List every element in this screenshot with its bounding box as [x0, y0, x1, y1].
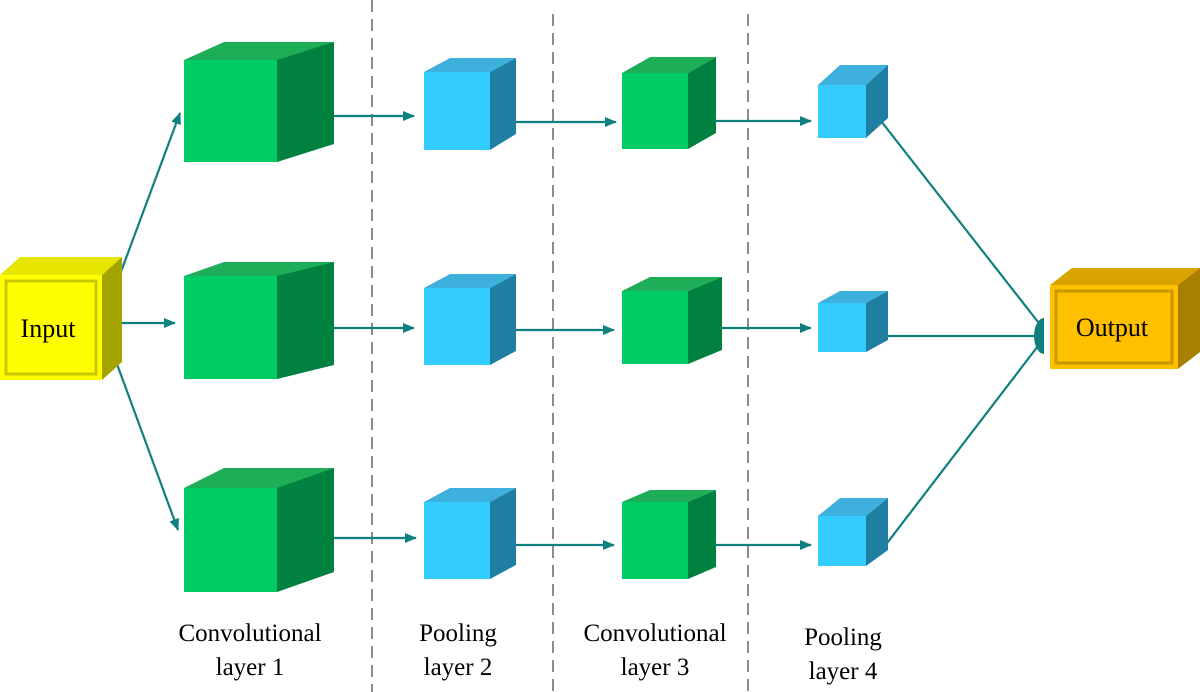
layer-caption-3-line1: Convolutional — [583, 620, 726, 647]
cube-front-face — [818, 85, 866, 138]
cube-side-face — [277, 468, 334, 592]
layer-caption-1-line1: Convolutional — [178, 620, 321, 647]
cube-side-face — [866, 291, 888, 352]
cube-front-face — [818, 516, 866, 566]
layer-caption-3-line2: layer 3 — [621, 654, 690, 681]
cube-side-face — [490, 488, 516, 579]
cube-front-face — [424, 288, 490, 365]
cube-front-face — [424, 502, 490, 579]
conv-layer-3-cube-mid — [622, 277, 722, 364]
input-label: Input — [21, 314, 77, 343]
layer-caption-1: Convolutional layer 1 — [178, 620, 321, 681]
input-block-side — [102, 257, 122, 380]
cube-front-face — [184, 276, 277, 379]
cube-top-face — [622, 490, 716, 502]
cube-top-face — [424, 488, 516, 502]
pool-layer-4-cube-mid — [818, 291, 888, 352]
output-block-top — [1050, 268, 1200, 285]
cube-top-face — [818, 65, 888, 85]
cube-side-face — [866, 65, 888, 138]
output-join-marker — [1034, 318, 1044, 354]
conv-layer-3-cube-bot — [622, 490, 716, 579]
output-block-front — [1050, 285, 1178, 369]
pool-layer-2-cube-bot — [424, 488, 516, 579]
cube-side-face — [490, 274, 516, 365]
cube-front-face — [184, 488, 277, 592]
output-block-bevel — [1054, 289, 1174, 365]
conv-layer-3-cube-top — [622, 57, 716, 149]
cube-side-face — [688, 57, 716, 149]
input-block-top — [0, 257, 122, 275]
layer-caption-3: Convolutional layer 3 — [583, 620, 726, 681]
conv-layer-1-cube-top — [184, 42, 334, 162]
pool-layer-4-cube-top — [818, 65, 888, 138]
input-block-bevel — [4, 279, 98, 376]
layer-caption-4: Pooling layer 4 — [804, 624, 882, 685]
cube-front-face — [622, 291, 688, 364]
cube-top-face — [622, 277, 722, 291]
cube-side-face — [277, 262, 334, 379]
cube-front-face — [818, 303, 866, 352]
cube-side-face — [688, 490, 716, 579]
input-block: Input — [0, 257, 122, 380]
output-label: Output — [1076, 313, 1149, 342]
output-block: Output — [1050, 268, 1200, 369]
cube-top-face — [424, 58, 516, 72]
output-block-side — [1178, 268, 1200, 369]
cube-top-face — [424, 274, 516, 288]
cube-top-face — [818, 498, 888, 516]
cube-top-face — [622, 57, 716, 73]
layer-caption-2: Pooling layer 2 — [419, 620, 497, 681]
pool-layer-4-cube-bot — [818, 498, 888, 566]
line-pool4-top-to-output — [880, 120, 1039, 323]
cube-side-face — [866, 498, 888, 566]
cube-front-face — [622, 502, 688, 579]
layer-caption-2-line1: Pooling — [419, 620, 497, 647]
line-pool4-bot-to-output — [880, 345, 1039, 552]
layer-caption-4-line1: Pooling — [804, 624, 882, 651]
pool-layer-2-cube-top — [424, 58, 516, 150]
cube-top-face — [818, 291, 888, 303]
conv-layer-1-cube-bot — [184, 468, 334, 592]
cube-side-face — [490, 58, 516, 150]
conv-layer-1-cube-mid — [184, 262, 334, 379]
layer-caption-4-line2: layer 4 — [809, 658, 878, 685]
cube-front-face — [622, 73, 688, 149]
layer-caption-2-line2: layer 2 — [424, 654, 493, 681]
cube-front-face — [184, 60, 277, 162]
layer-caption-1-line2: layer 1 — [216, 654, 285, 681]
cube-side-face — [277, 42, 334, 162]
cube-front-face — [424, 72, 490, 150]
cube-side-face — [688, 277, 722, 364]
input-block-front — [0, 275, 102, 380]
pool-layer-2-cube-mid — [424, 274, 516, 365]
